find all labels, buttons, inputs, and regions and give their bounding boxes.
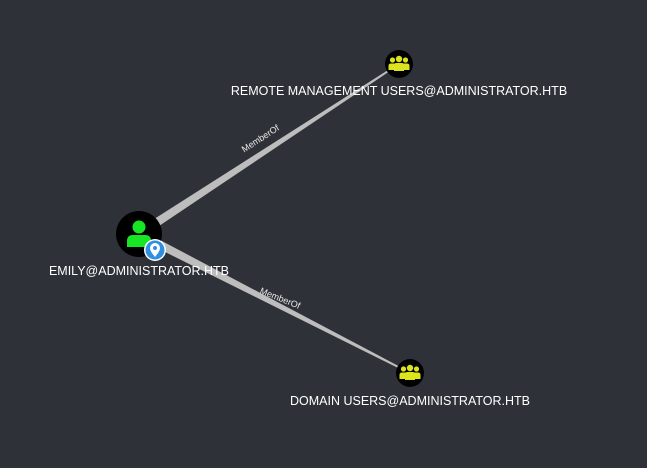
group-icon [399,364,421,380]
edge-line[interactable] [136,63,400,238]
node-domain-users[interactable]: DOMAIN USERS@ADMINISTRATOR.HTB [290,359,530,408]
node-label[interactable]: DOMAIN USERS@ADMINISTRATOR.HTB [290,394,530,408]
node-label[interactable]: EMILY@ADMINISTRATOR.HTB [49,264,229,278]
node-label[interactable]: REMOTE MANAGEMENT USERS@ADMINISTRATOR.HT… [231,84,567,98]
node-emily[interactable]: EMILY@ADMINISTRATOR.HTB [49,211,229,278]
edge-domain-users[interactable]: MemberOf [136,229,411,374]
map-pin-icon [144,239,166,261]
node-remote-management-users[interactable]: REMOTE MANAGEMENT USERS@ADMINISTRATOR.HT… [231,50,567,98]
edge-label: MemberOf [240,122,282,154]
nodes-layer: EMILY@ADMINISTRATOR.HTB REMOTE MANAGEMENT… [49,50,567,408]
user-icon [127,220,151,247]
edge-line[interactable] [136,229,411,374]
group-icon [388,55,410,71]
